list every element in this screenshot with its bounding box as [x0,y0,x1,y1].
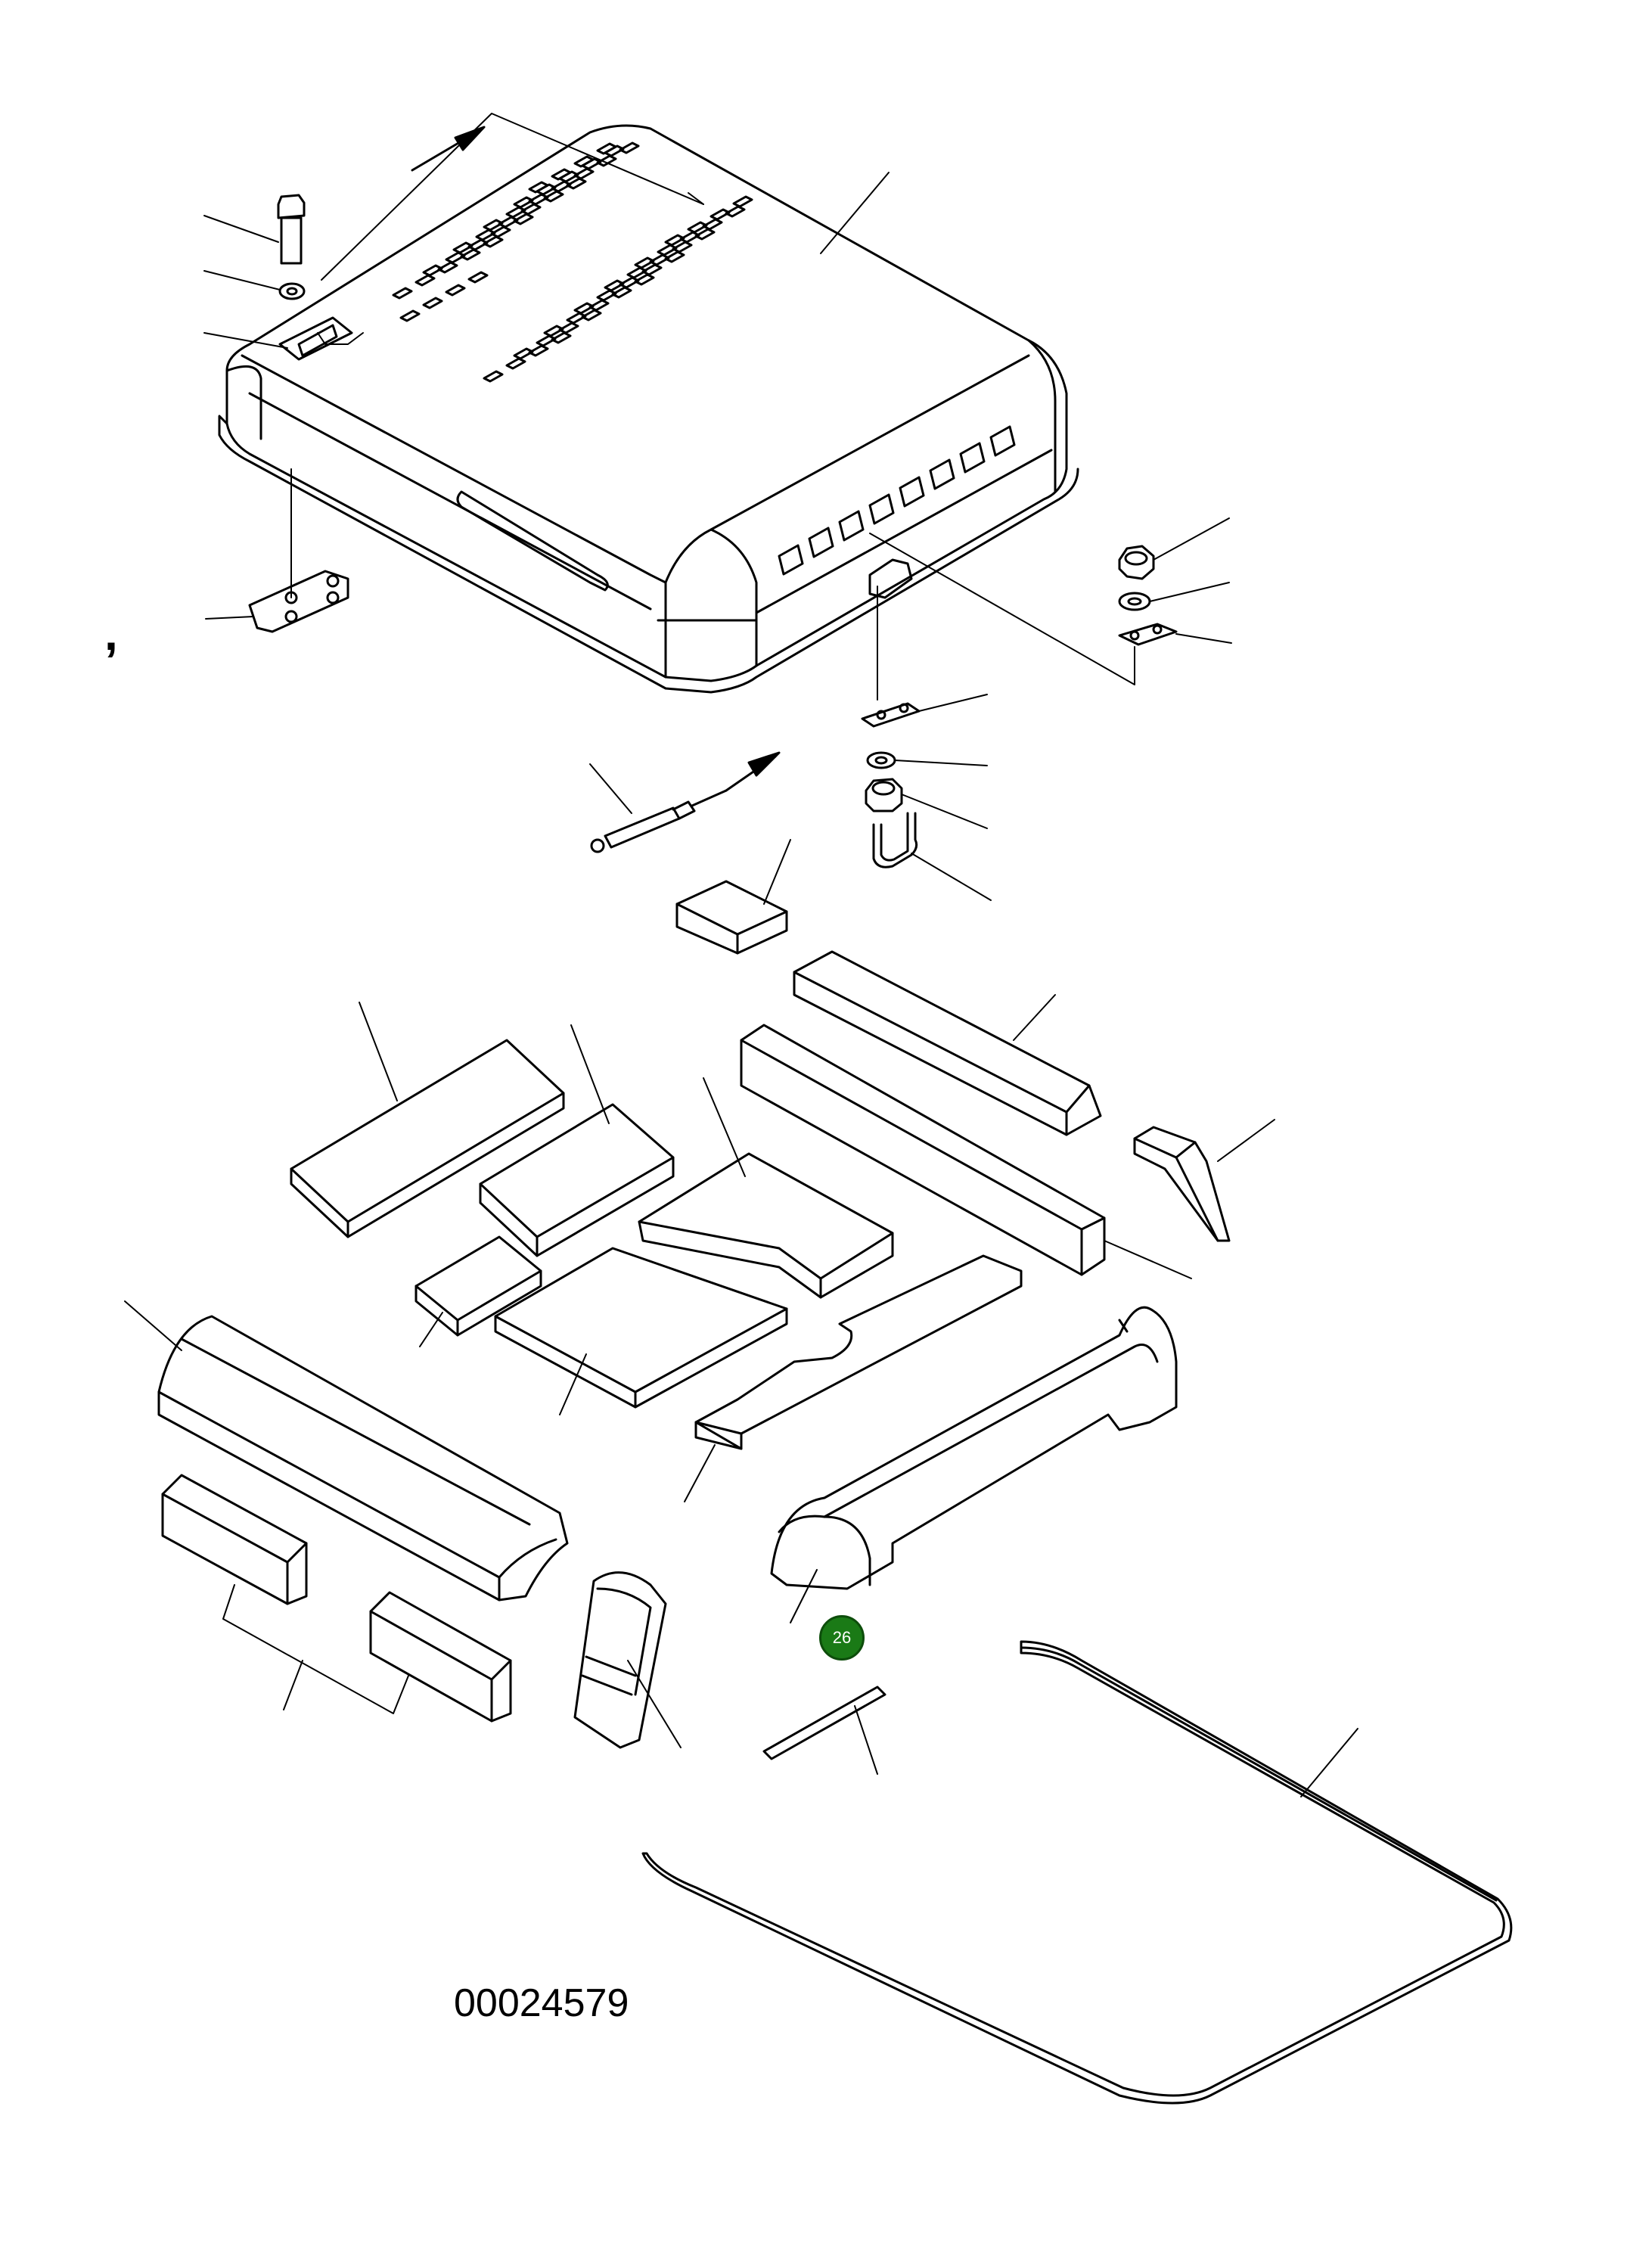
u-bolt [872,812,918,868]
bolt [277,194,306,265]
foam-strip-curved [694,1254,1023,1450]
gas-strut [590,751,781,853]
top-cover [218,113,1079,694]
plate-right [1118,623,1178,646]
foam-block-large-left [157,1315,569,1602]
vent-slots [392,141,753,383]
foam-wedge-curved [573,1571,667,1749]
seal-rod [762,1685,886,1760]
nut-center [865,778,903,812]
foam-pad-left-top [290,1039,565,1238]
washer-top-left [278,282,306,300]
washer-center [866,751,896,769]
foam-strip-middle [740,1024,1106,1276]
gasket-seal [641,1640,1513,2105]
foam-block-small-top [675,880,788,955]
foam-wedge-right [1133,1126,1231,1242]
callout-badge-26[interactable]: 26 [819,1615,865,1661]
foam-frame-curved [770,1306,1178,1590]
washer-right [1118,592,1151,611]
foam-pad-large-flat [494,1247,788,1409]
plate-center [861,702,921,728]
foam-strip-top-right [793,950,1102,1136]
part-number-label: 00024579 [454,1981,629,2025]
nut-right [1118,545,1155,580]
foam-block-small-left [415,1235,542,1337]
bracket-left [248,570,349,633]
hinge-top-left [278,316,353,361]
front-vent-squares [778,425,1016,576]
foam-block-bottom-left-2 [369,1591,512,1723]
foam-block-bottom-left-1 [161,1474,308,1605]
foam-pad-center-left [479,1103,675,1257]
foam-pad-center-notched [638,1152,894,1299]
comma-mark: , [104,606,118,660]
